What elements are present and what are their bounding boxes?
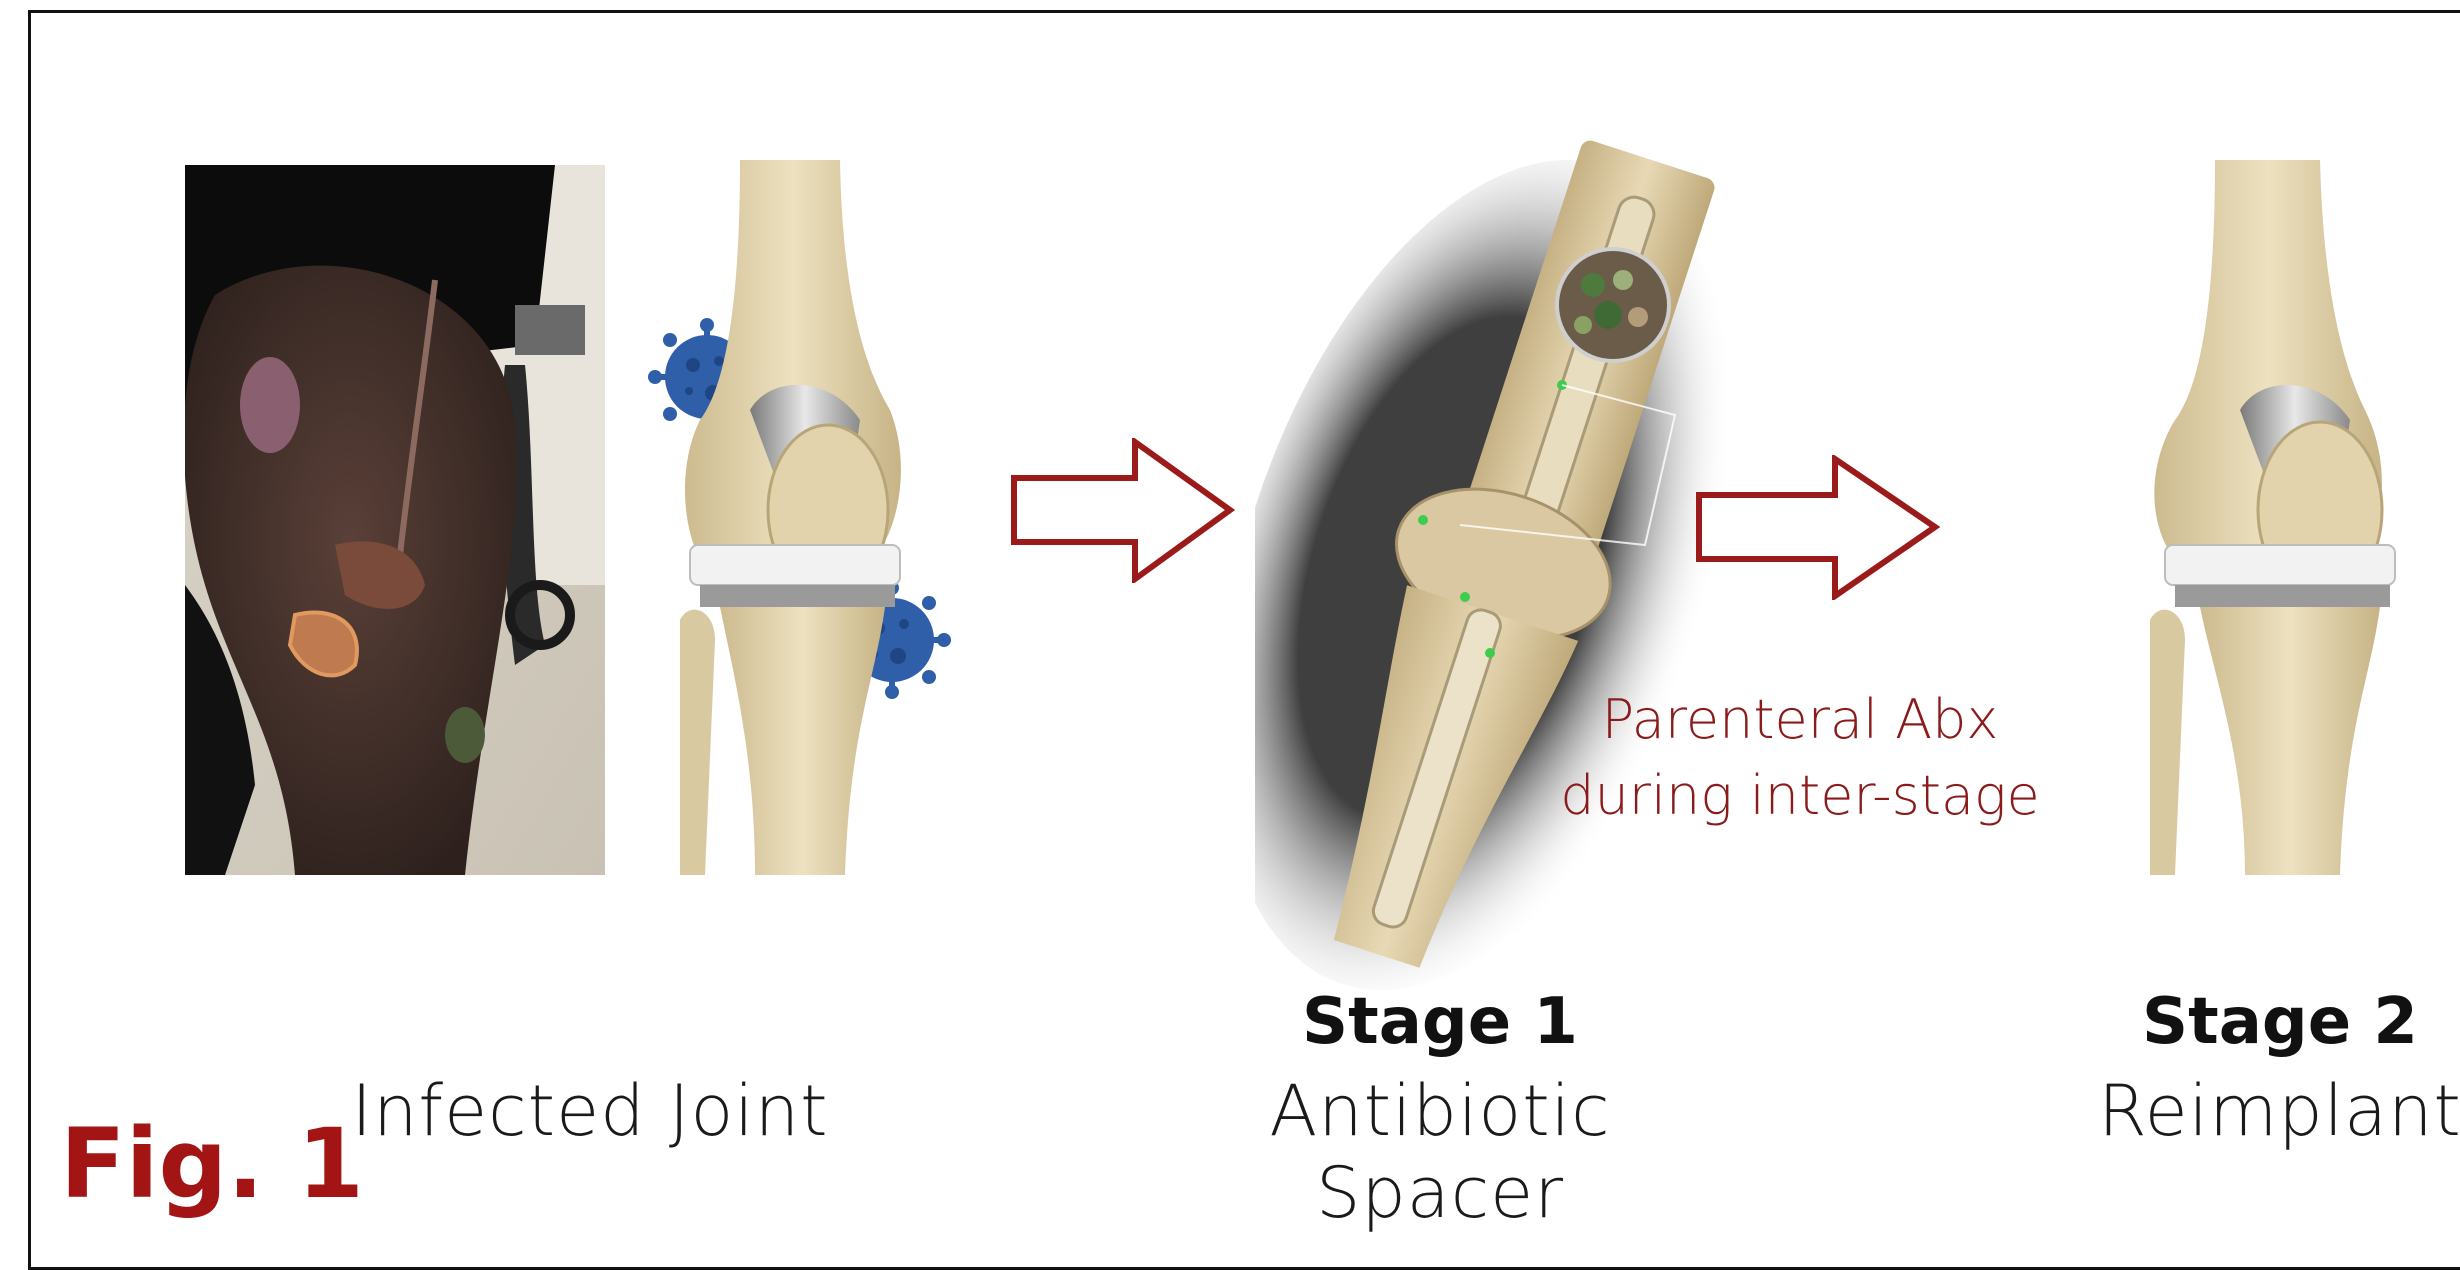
hollow-arrow-right — [1695, 455, 1940, 600]
caption-stage-1-subtitle: Antibiotic Spacer — [1140, 1070, 1740, 1234]
figure-label: Fig. 1 — [60, 1108, 364, 1220]
interstage-line-1: Parenteral Abx — [1535, 682, 2065, 758]
reimplant-knee-illustration — [2105, 160, 2460, 875]
caption-infected-joint: Infected Joint — [290, 1070, 890, 1152]
magnified-bead-inset — [1553, 245, 1673, 365]
caption-stage-2-subtitle: Reimplant — [2040, 1070, 2460, 1152]
interstage-note: Parenteral Abx during inter-stage — [1535, 682, 2065, 834]
caption-stage-1-title: Stage 1 — [1140, 985, 1740, 1059]
knee-implant-illustration — [660, 160, 920, 875]
caption-stage-2-title: Stage 2 — [2040, 985, 2460, 1059]
hollow-arrow-right — [1010, 438, 1235, 583]
patient-knee-photo — [185, 165, 605, 875]
interstage-line-2: during inter-stage — [1535, 758, 2065, 834]
